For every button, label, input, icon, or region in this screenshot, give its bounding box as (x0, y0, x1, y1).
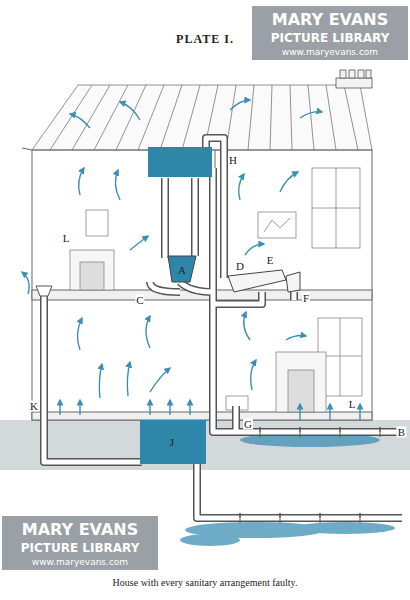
callout-letter: L (62, 233, 71, 244)
cistern-tank (148, 147, 212, 177)
watermark-text: PICTURE LIBRARY (21, 542, 140, 554)
callout-letter: F (302, 293, 310, 304)
house-walls (22, 148, 372, 420)
callout-letter: K (29, 401, 39, 412)
watermark-text: PICTURE LIBRARY (271, 32, 390, 44)
chimney (336, 70, 372, 88)
watermark-ground (252, 6, 408, 60)
figure-caption: House with every sanitary arrangement fa… (0, 577, 410, 588)
callout-letter: D (235, 261, 245, 272)
callout-letter: G (243, 419, 253, 430)
callout-letter: L (348, 399, 357, 410)
callout-letter: J (169, 437, 175, 448)
watermark-ground (2, 516, 158, 570)
watermark-text: www.maryevans.com (32, 558, 128, 567)
callout-letter: H (228, 155, 238, 166)
pipes (36, 138, 402, 523)
callout-letter: E (266, 255, 275, 266)
air-flow-arrows (22, 100, 360, 420)
watermark-text: www.maryevans.com (282, 48, 378, 57)
watermark-text: MARY EVANS (272, 12, 388, 28)
leaking-sewage (180, 433, 395, 546)
watermark-text: MARY EVANS (22, 522, 138, 538)
cesspool-tank (140, 420, 206, 464)
callout-letter: C (135, 295, 144, 306)
fixtures (168, 256, 300, 292)
callout-letter: A (177, 265, 187, 276)
callout-letter: B (397, 427, 406, 438)
